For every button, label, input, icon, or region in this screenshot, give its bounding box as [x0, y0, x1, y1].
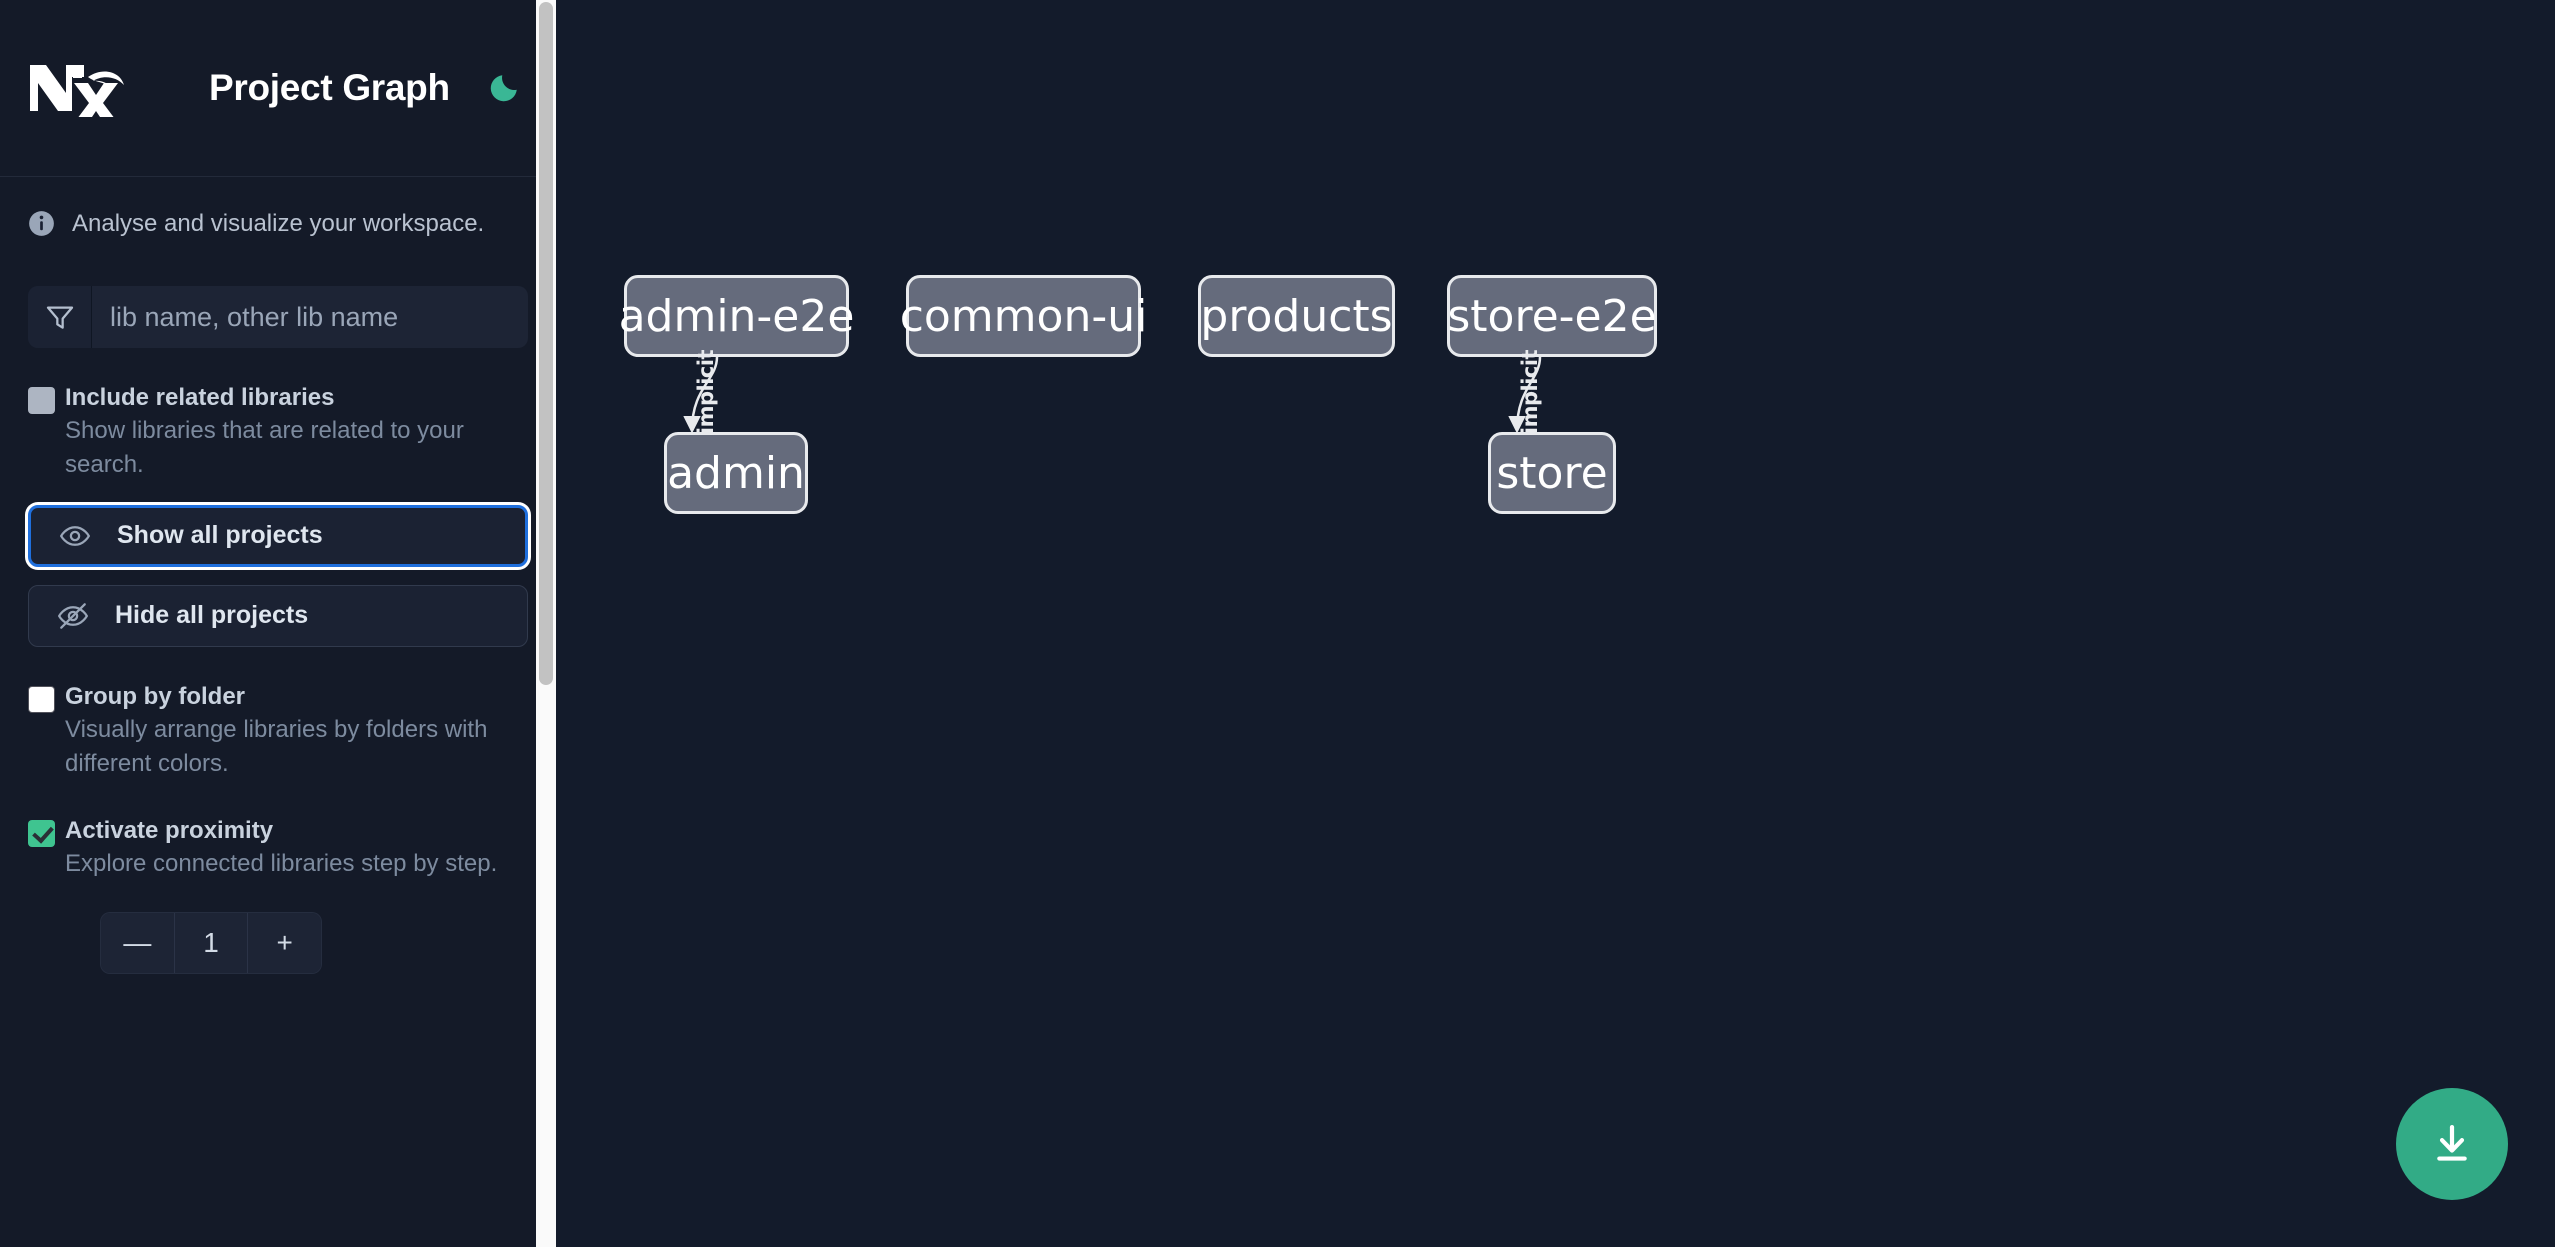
hide-all-projects-label: Hide all projects	[115, 601, 309, 630]
graph-edges	[683, 356, 1542, 434]
graph-node-label: store-e2e	[1447, 290, 1657, 342]
graph-node-label: common-ui	[899, 290, 1148, 342]
edge-store-e2e-store	[1508, 356, 1542, 434]
sidebar-scrollbar[interactable]	[536, 0, 556, 1247]
funnel-icon-glyph	[46, 306, 73, 329]
download-icon	[2437, 1125, 2467, 1161]
stepper-value: 1	[173, 912, 248, 973]
activate-proximity-checkbox[interactable]	[28, 820, 55, 848]
include-related-texts: Include related libraries Show libraries…	[65, 382, 517, 483]
include-related-label: Include related libraries	[65, 384, 335, 411]
hide-all-projects-button[interactable]: Hide all projects	[28, 584, 528, 647]
filter-row	[28, 286, 528, 348]
graph-node-label: admin-e2e	[618, 290, 855, 342]
eye-icon	[60, 525, 90, 546]
funnel-icon	[28, 286, 92, 348]
download-graph-button[interactable]	[2396, 1088, 2508, 1200]
sidebar: Project Graph Analyse and visualize your…	[0, 0, 556, 1247]
graph-node-admin[interactable]: admin	[664, 432, 808, 514]
moon-icon[interactable]	[482, 66, 526, 110]
stepper-decrement-button[interactable]: —	[101, 912, 174, 973]
option-group-by-folder[interactable]: Group by folder Visually arrange librari…	[28, 681, 528, 782]
nx-logo-icon	[30, 65, 124, 117]
search-input[interactable]	[92, 286, 528, 348]
option-activate-proximity[interactable]: Activate proximity Explore connected lib…	[28, 815, 528, 881]
activate-proximity-description: Explore connected libraries step by step…	[65, 850, 498, 878]
stepper-increment-button[interactable]: +	[247, 912, 321, 973]
graph-node-label: store	[1496, 447, 1608, 499]
show-all-projects-button[interactable]: Show all projects	[28, 504, 528, 567]
edge-label-admin: implicit	[694, 349, 719, 435]
sidebar-header: Project Graph	[0, 0, 556, 177]
graph-node-store-e2e[interactable]: store-e2e	[1447, 275, 1657, 357]
option-include-related[interactable]: Include related libraries Show libraries…	[28, 382, 528, 483]
edge-label-store: implicit	[1518, 349, 1543, 435]
moon-icon-glyph	[490, 75, 517, 102]
proximity-stepper: — 1 +	[100, 911, 322, 974]
graph-node-common-ui[interactable]: common-ui	[900, 275, 1147, 357]
edge-admin-e2e-admin	[683, 356, 719, 434]
info-icon	[29, 211, 54, 236]
activate-proximity-texts: Activate proximity Explore connected lib…	[65, 815, 497, 881]
group-by-folder-checkbox[interactable]	[28, 685, 55, 713]
graph-canvas[interactable]: admin-e2e common-ui products store-e2e a…	[556, 0, 2555, 1247]
include-related-description: Show libraries that are related to your …	[65, 417, 464, 479]
show-all-projects-label: Show all projects	[117, 521, 323, 550]
activate-proximity-label: Activate proximity	[65, 817, 274, 845]
graph-node-products[interactable]: products	[1198, 275, 1395, 357]
sidebar-body: Include related libraries Show libraries…	[0, 286, 556, 974]
page-title: Project Graph	[209, 67, 450, 108]
graph-node-label: products	[1200, 290, 1393, 342]
group-by-folder-description: Visually arrange libraries by folders wi…	[65, 715, 488, 778]
include-related-checkbox[interactable]	[28, 387, 55, 414]
eye-off-icon	[58, 602, 88, 629]
graph-node-admin-e2e[interactable]: admin-e2e	[619, 275, 854, 357]
sidebar-scrollbar-thumb[interactable]	[539, 2, 553, 685]
graph-node-label: admin	[667, 447, 805, 499]
workspace-description: Analyse and visualize your workspace.	[0, 177, 556, 270]
workspace-description-text: Analyse and visualize your workspace.	[72, 209, 485, 237]
graph-node-store[interactable]: store	[1488, 432, 1616, 514]
group-by-folder-texts: Group by folder Visually arrange librari…	[65, 681, 517, 782]
group-by-folder-label: Group by folder	[65, 682, 245, 710]
